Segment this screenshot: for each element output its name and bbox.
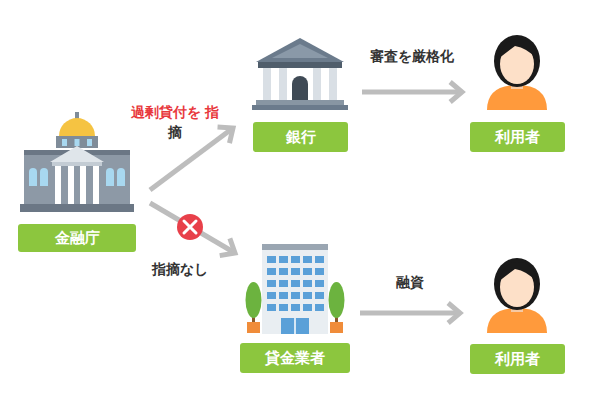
edge-label: 審査を厳格化 [352,46,472,66]
arrow-head [222,241,235,255]
arrow-head [220,127,233,140]
node-box: 金融庁 [18,112,136,252]
arrow-head [452,84,462,101]
arrow-line [362,90,462,95]
node-label: 利用者 [470,344,565,374]
node-label: 銀行 [253,122,348,152]
arrow-line [360,311,460,316]
node-label: 金融庁 [18,224,136,252]
arrow-head [450,305,460,322]
person-icon [487,35,547,110]
node-box: 利用者 [470,35,565,152]
node-box: 利用者 [470,258,565,374]
node-box: 貸金業者 [240,238,350,373]
edge-label: 融資 [380,272,440,292]
arrow-connector [360,305,460,322]
arrow-connector [150,127,233,190]
arrow-line [150,203,235,253]
edge-label: 過剰貸付を 指摘 [128,102,222,143]
bank-building [252,38,348,110]
arrow-line [150,128,233,190]
cross-mark [177,214,203,240]
node-box: 銀行 [253,32,348,152]
arrow-connector [362,84,462,101]
person-icon [487,258,547,333]
government-building [20,112,134,212]
arrow-connector [150,203,235,255]
edge-label: 指摘なし [138,259,222,279]
office-building [246,244,345,334]
node-label: 利用者 [470,122,565,152]
node-label: 貸金業者 [240,343,350,373]
